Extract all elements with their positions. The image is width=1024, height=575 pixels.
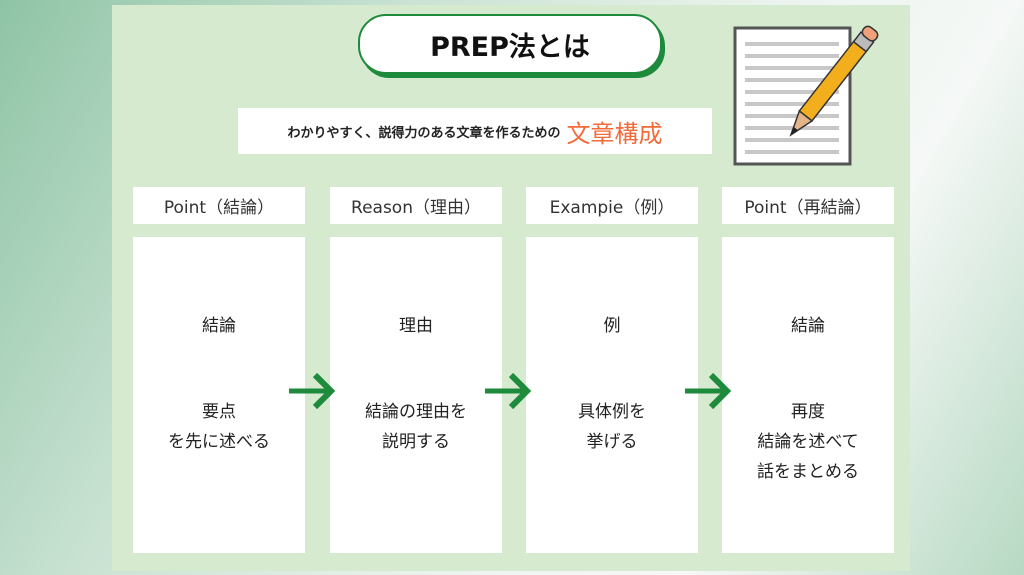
subtitle-text: わかりやすく、説得力のある文章を作るための [287, 125, 561, 141]
step-title: 結論 [202, 316, 236, 336]
page-title: PREP法とは [358, 14, 662, 74]
step-header-point: Point（結論） [133, 187, 305, 224]
step-header-point-again: Point（再結論） [722, 187, 894, 224]
subtitle: わかりやすく、説得力のある文章を作るための 文章構成 [238, 108, 712, 154]
step-desc-line: 結論の理由を [365, 402, 467, 422]
step-card-point: 結論 要点を先に述べる [133, 237, 305, 553]
step-desc-line: 要点 [202, 402, 236, 422]
step-desc-line: 再度 [791, 402, 825, 422]
step-title: 結論 [791, 316, 825, 336]
arrow-right-icon [485, 373, 532, 409]
step-card-point-again: 結論 再度結論を述べて話をまとめる [722, 237, 894, 553]
step-header-example: Exampie（例） [526, 187, 698, 224]
notepad-pencil-icon [733, 25, 879, 166]
step-card-reason: 理由 結論の理由を説明する [330, 237, 502, 553]
arrow-right-icon [685, 373, 732, 409]
step-desc-line: を先に述べる [168, 432, 270, 452]
step-card-example: 例 具体例を挙げる [526, 237, 698, 553]
step-desc-line: 結論を述べて [757, 432, 859, 452]
step-desc-line: 具体例を [578, 402, 646, 422]
step-desc-line: 説明する [382, 432, 450, 452]
step-desc-line: 挙げる [586, 432, 638, 452]
step-title: 例 [603, 316, 621, 336]
subtitle-highlight: 文章構成 [566, 119, 663, 148]
arrow-right-icon [289, 373, 336, 409]
step-header-reason: Reason（理由） [330, 187, 502, 224]
step-title: 理由 [399, 316, 433, 336]
step-desc-line: 話をまとめる [757, 462, 859, 482]
